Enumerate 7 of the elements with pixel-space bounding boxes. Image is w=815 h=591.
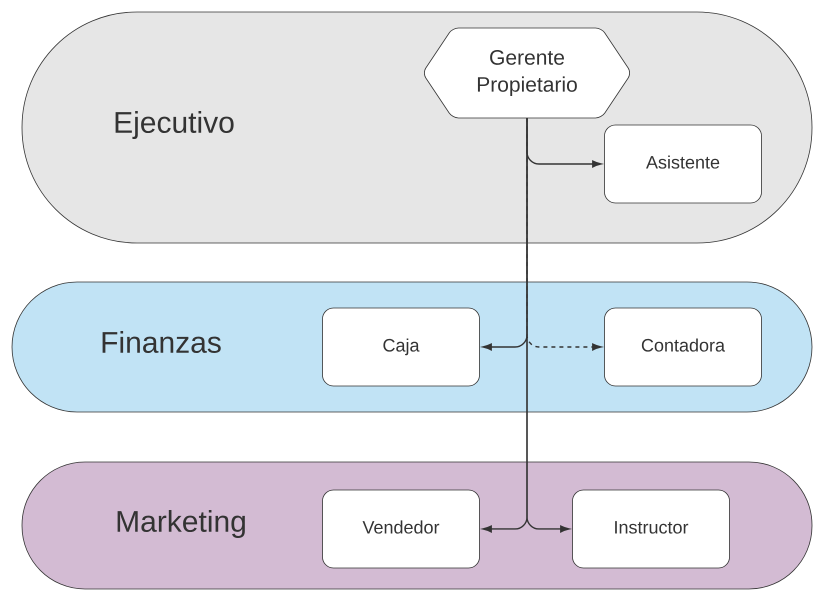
process-box: Caja bbox=[322, 308, 480, 386]
hexagon-box: Gerente Propietario bbox=[424, 28, 630, 118]
process-box: Contadora bbox=[604, 308, 762, 386]
arrow bbox=[526, 118, 570, 533]
process-box: Vendedor bbox=[322, 490, 480, 568]
process-box: Instructor bbox=[572, 490, 730, 568]
process-box: Asistente bbox=[604, 124, 762, 204]
